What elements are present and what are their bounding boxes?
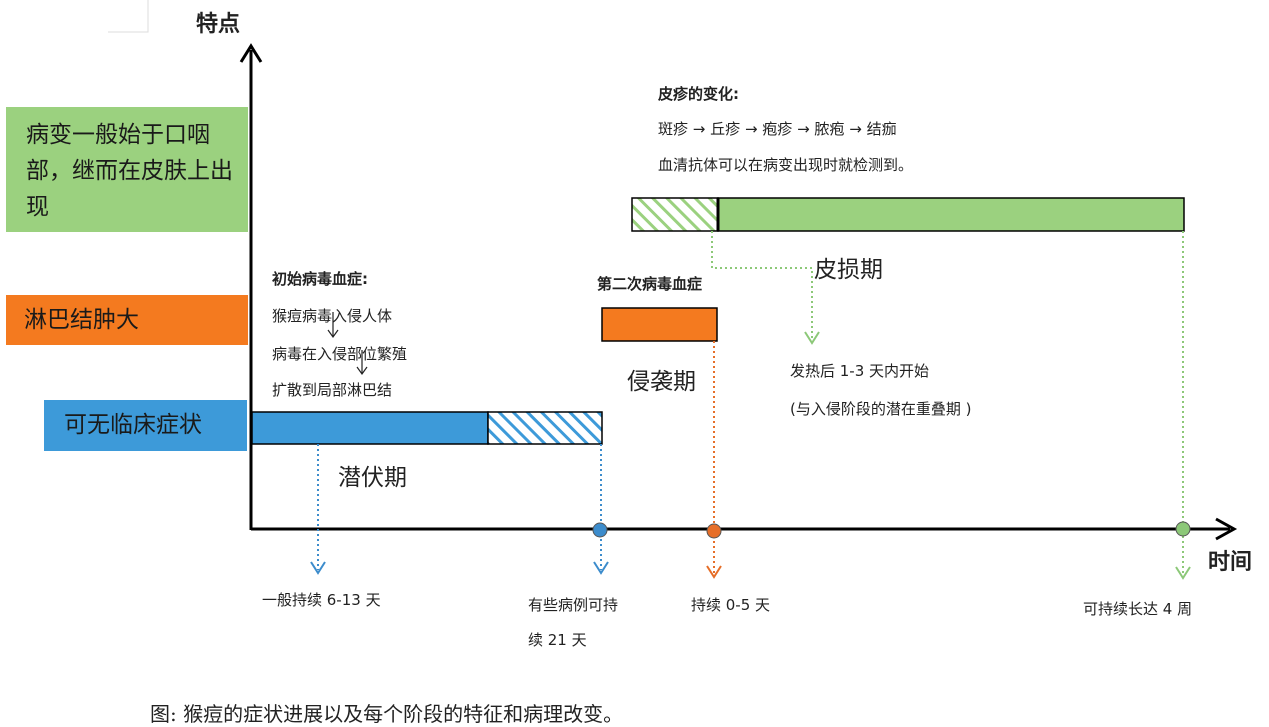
x-axis-label: 时间 <box>1208 550 1253 575</box>
arrow-right-icon: → <box>797 120 815 138</box>
arrow-right-icon: → <box>849 120 867 138</box>
blue-axis-marker <box>592 522 608 538</box>
asymptomatic-label: 可无临床症状 <box>44 400 247 451</box>
skin-stage-title: 皮损期 <box>814 257 883 283</box>
incubation-duration: 一般持续 6-13 天 <box>262 591 381 609</box>
y-axis-arrow <box>239 43 263 63</box>
y-axis-label: 特点 <box>196 12 241 37</box>
arrow-right-icon: → <box>744 120 763 138</box>
incubation-bar <box>251 411 489 445</box>
initial-step-arrows <box>327 312 368 376</box>
incubation-bar-extended <box>487 411 603 445</box>
figure-caption: 图: 猴痘的症状进展以及每个阶段的特征和病理改变。 <box>150 702 624 726</box>
skin-duration: 可持续长达 4 周 <box>1083 600 1193 618</box>
invasion-duration: 持续 0-5 天 <box>691 596 771 614</box>
rash-change-title: 皮疹的变化: <box>658 85 739 103</box>
incubation-stage-title: 潜伏期 <box>338 465 407 491</box>
serum-antibody-note: 血清抗体可以在病变出现时就检测到。 <box>658 156 914 174</box>
skin-bar <box>717 197 1185 232</box>
invasion-bar <box>601 307 718 342</box>
lesion-site-label: 病变一般始于口咽部，继而在皮肤上出现 <box>6 107 248 232</box>
overlap-note: (与入侵阶段的潜在重叠期 ) <box>790 400 972 418</box>
rash-stage-2: 丘疹 <box>710 120 741 138</box>
initial-viremia-title: 初始病毒血症: <box>272 270 368 288</box>
fever-onset-note: 发热后 1-3 天内开始 <box>790 362 930 380</box>
lymphadenopathy-label: 淋巴结肿大 <box>6 295 248 345</box>
arrow-right-icon: → <box>692 120 711 138</box>
initial-step-1: 猴痘病毒入侵人体 <box>272 307 393 325</box>
corner-mark <box>108 0 149 33</box>
x-axis-arrow <box>1215 517 1238 541</box>
skin-bar-overlap <box>631 197 719 232</box>
rash-sequence: 斑疹 → 丘疹 → 疱疹 → 脓疱 → 结痂 <box>658 118 897 139</box>
green-axis-marker <box>1175 521 1191 537</box>
skin-start-connector <box>711 231 813 340</box>
extended-duration-line1: 有些病例可持 <box>528 596 619 614</box>
second-viremia-title: 第二次病毒血症 <box>597 275 703 293</box>
orange-axis-marker <box>706 523 722 539</box>
invasion-stage-title: 侵袭期 <box>627 369 696 395</box>
initial-step-2: 病毒在入侵部位繁殖 <box>272 345 408 363</box>
rash-stage-1: 斑疹 <box>658 120 689 138</box>
extended-duration-line2: 续 21 天 <box>528 631 587 649</box>
rash-stage-5: 结痂 <box>866 120 897 138</box>
initial-step-3: 扩散到局部淋巴结 <box>272 381 393 399</box>
rash-stage-4: 脓疱 <box>814 120 845 138</box>
rash-stage-3: 疱疹 <box>762 120 793 138</box>
